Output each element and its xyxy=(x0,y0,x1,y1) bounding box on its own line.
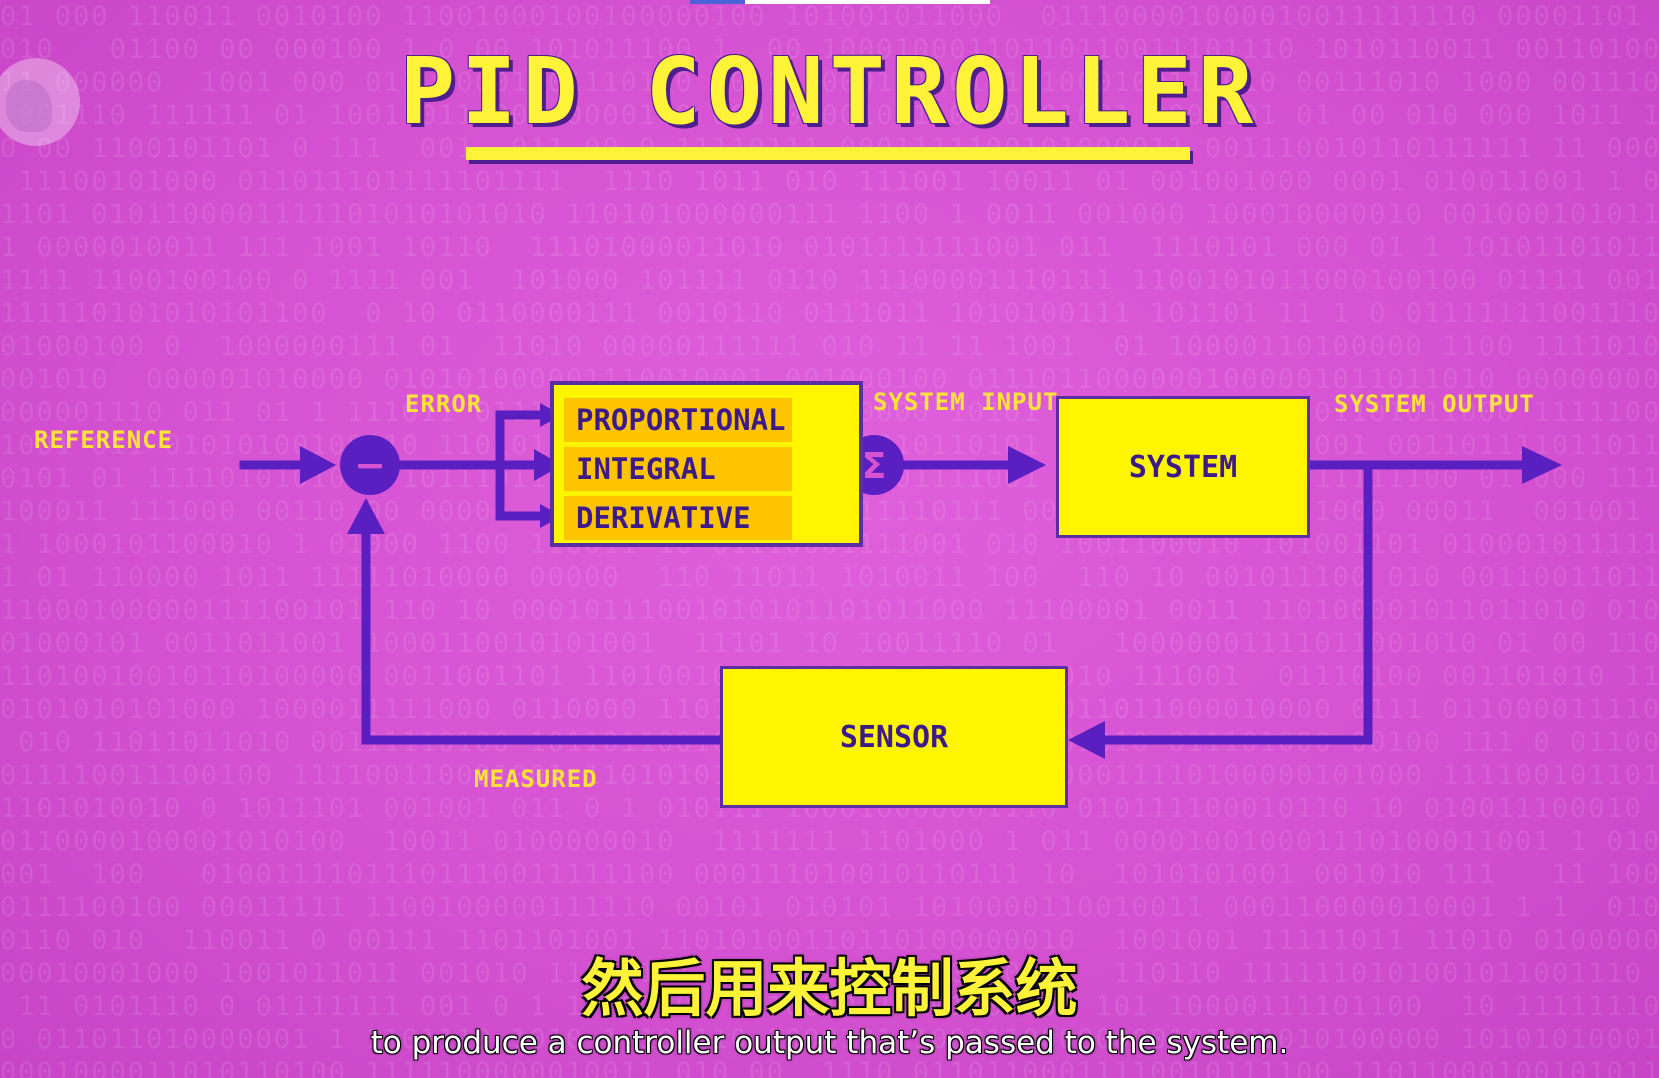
arrow-system-input xyxy=(1008,446,1046,484)
label-reference: REFERENCE xyxy=(34,426,174,454)
label-system-output: SYSTEM OUTPUT xyxy=(1334,390,1535,418)
term-integral: INTEGRAL xyxy=(564,447,792,491)
minus-junction xyxy=(340,435,400,495)
arrow-reference xyxy=(300,446,336,484)
label-error: ERROR xyxy=(405,390,483,418)
subtitle-english: to produce a controller output that’s pa… xyxy=(370,1025,1289,1061)
label-measured: MEASURED xyxy=(474,765,598,793)
system-block: SYSTEM xyxy=(1056,396,1310,538)
arrow-integral xyxy=(534,449,562,481)
term-derivative: DERIVATIVE xyxy=(564,496,792,540)
diagram-title: PID CONTROLLER xyxy=(399,38,1260,145)
label-system-input: SYSTEM INPUT xyxy=(873,388,1059,416)
arrow-to-sensor xyxy=(1068,721,1105,759)
pid-controller-block: PROPORTIONAL INTEGRAL DERIVATIVE xyxy=(550,381,863,547)
term-proportional: PROPORTIONAL xyxy=(564,398,792,442)
subtitle-chinese: 然后用来控制系统 xyxy=(581,952,1078,1025)
arrow-system-output xyxy=(1522,446,1562,484)
sensor-block: SENSOR xyxy=(720,666,1068,808)
video-progress-bar[interactable] xyxy=(690,0,990,4)
minus-symbol: − xyxy=(354,443,386,487)
title-underline xyxy=(466,147,1190,160)
pbs-logo-icon xyxy=(0,58,80,146)
sigma-symbol: Σ xyxy=(862,446,887,487)
arrow-measured-up xyxy=(347,498,385,534)
